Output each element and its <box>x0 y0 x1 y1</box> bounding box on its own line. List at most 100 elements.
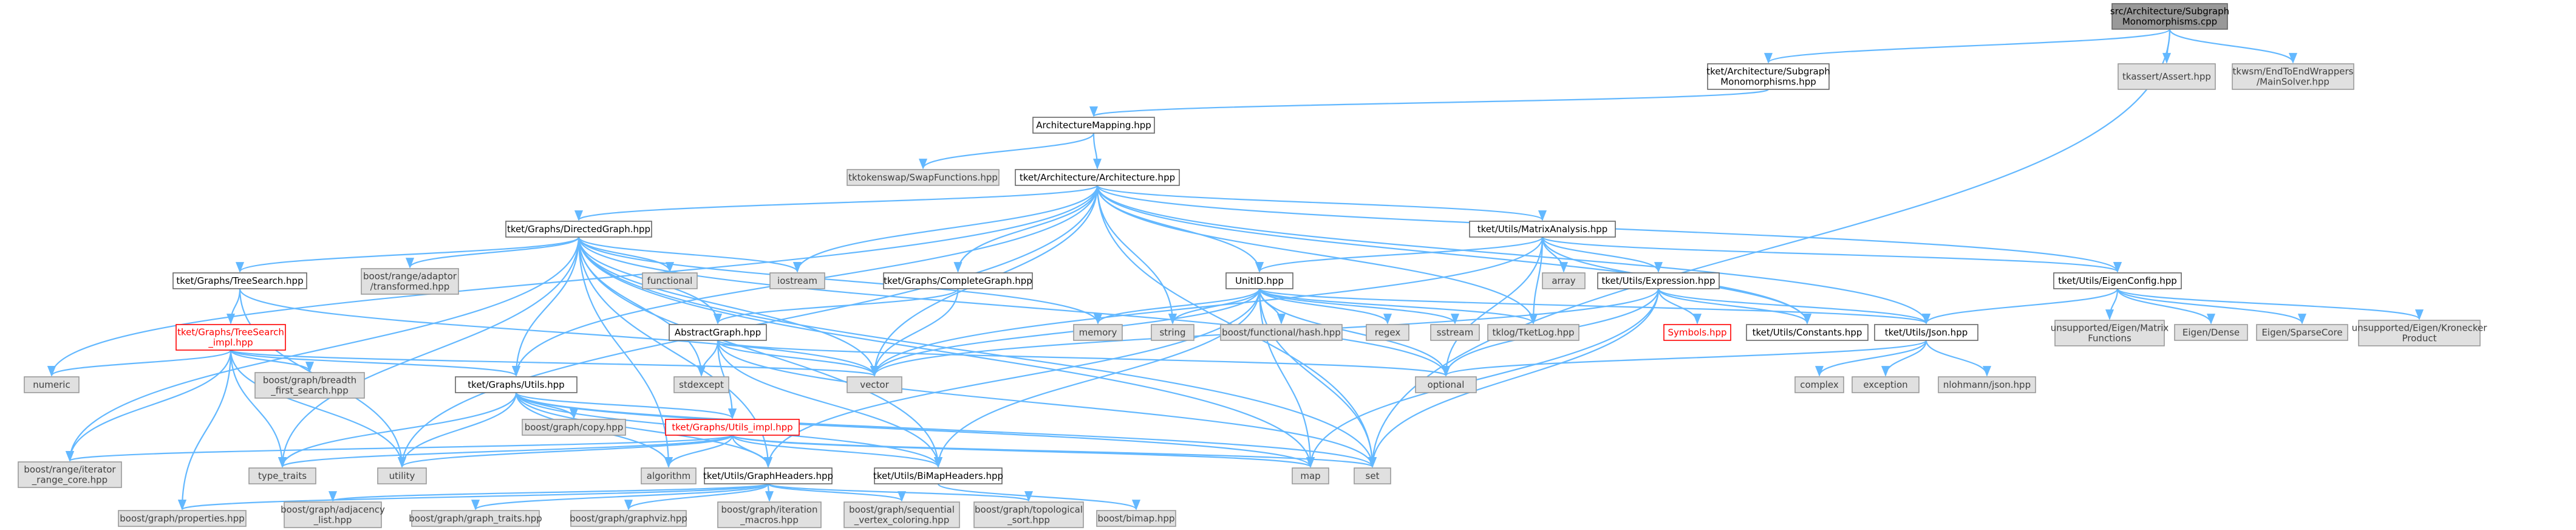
node-symbols[interactable]: Symbols.hpp <box>1663 324 1731 341</box>
node-json[interactable]: tket/Utils/Json.hpp <box>1874 324 1978 341</box>
node-boostcopy[interactable]: boost/graph/copy.hpp <box>522 419 626 436</box>
node-box <box>642 272 698 289</box>
edge-unitid-to-sstream <box>1258 288 1459 325</box>
node-label: boost/graph/graphviz.hpp <box>570 513 687 524</box>
node-label: numeric <box>33 379 70 390</box>
node-box <box>1746 324 1869 341</box>
node-box <box>2232 63 2354 90</box>
node-iteration[interactable]: boost/graph/iteration_macros.hpp <box>717 501 822 528</box>
node-memory[interactable]: memory <box>1073 324 1123 341</box>
edge-unitid-to-graphheaders <box>764 288 1261 468</box>
node-root[interactable]: src/Architecture/SubgraphMonomorphisms.c… <box>2110 3 2229 30</box>
node-treesearchimpl[interactable]: tket/Graphs/TreeSearch_impl.hpp <box>175 324 286 351</box>
node-iostream[interactable]: iostream <box>769 272 825 289</box>
edge-treesearchimpl-to-breadthfirst <box>230 349 314 373</box>
node-eigendense[interactable]: Eigen/Dense <box>2174 324 2248 341</box>
node-boostfunctional[interactable]: boost/functional/hash.hpp <box>1220 324 1343 341</box>
node-regex[interactable]: regex <box>1366 324 1409 341</box>
node-tkassert[interactable]: tkassert/Assert.hpp <box>2118 63 2216 90</box>
node-stdexcept[interactable]: stdexcept <box>673 376 729 393</box>
node-label: array <box>1552 275 1575 286</box>
node-graphtraits[interactable]: boost/graph/graph_traits.hpp <box>409 510 542 527</box>
edge-unitid-to-bimapheaders <box>934 288 1261 468</box>
node-directedgraph[interactable]: tket/Graphs/DirectedGraph.hpp <box>505 221 652 238</box>
node-adjacency[interactable]: boost/graph/adjacency_list.hpp <box>281 501 385 528</box>
node-eigensparse[interactable]: Eigen/SparseCore <box>2256 324 2348 341</box>
node-vector[interactable]: vector <box>847 376 902 393</box>
node-tketlog[interactable]: tklog/TketLog.hpp <box>1487 324 1579 341</box>
node-label: string <box>1159 327 1185 338</box>
node-seqcoloring[interactable]: boost/graph/sequential_vertex_coloring.h… <box>843 501 960 528</box>
node-map[interactable]: map <box>1292 467 1329 484</box>
edge-directedgraph-to-rangeiterator <box>66 236 580 462</box>
node-label: tket/Utils/EigenConfig.hpp <box>2058 275 2177 286</box>
node-breadthfirst[interactable]: boost/graph/breadth_first_search.hpp <box>254 372 365 399</box>
node-graphheaders[interactable]: tket/Utils/GraphHeaders.hpp <box>703 467 833 484</box>
node-rangeiterator[interactable]: boost/range/iterator_range_core.hpp <box>18 461 122 488</box>
node-constants[interactable]: tket/Utils/Constants.hpp <box>1746 324 1869 341</box>
node-box <box>1415 376 1477 393</box>
edge-architecture-to-iostream <box>793 185 1099 273</box>
node-properties[interactable]: boost/graph/properties.hpp <box>118 510 247 527</box>
node-label: optional <box>1428 379 1465 390</box>
node-typetraits[interactable]: type_traits <box>248 467 316 484</box>
node-box <box>1938 376 2036 393</box>
node-graphviz[interactable]: boost/graph/graphviz.hpp <box>570 510 687 527</box>
node-label: functional <box>647 275 693 286</box>
node-box <box>1292 467 1329 484</box>
node-treesearch[interactable]: tket/Graphs/TreeSearch.hpp <box>172 272 307 289</box>
node-label: vector <box>860 379 889 390</box>
node-optional[interactable]: optional <box>1415 376 1477 393</box>
edge-graphutilsimpl-to-map <box>731 434 1315 468</box>
node-set[interactable]: set <box>1354 467 1391 484</box>
node-box <box>1794 376 1844 393</box>
node-label: tket/Graphs/CompleteGraph.hpp <box>884 275 1032 286</box>
node-unitid[interactable]: UnitID.hpp <box>1225 272 1293 289</box>
edge-json-to-exception <box>1881 340 1927 377</box>
edge-root-to-subgraph_hpp <box>1764 28 2171 64</box>
node-completegraph[interactable]: tket/Graphs/CompleteGraph.hpp <box>883 272 1033 289</box>
node-architecture[interactable]: tket/Architecture/Architecture.hpp <box>1015 169 1180 186</box>
node-archmapping[interactable]: ArchitectureMapping.hpp <box>1032 117 1155 134</box>
node-bimap[interactable]: boost/bimap.hpp <box>1096 510 1176 527</box>
node-exception[interactable]: exception <box>1852 376 1920 393</box>
node-rangeadaptor[interactable]: boost/range/adaptor/transformed.hpp <box>361 268 459 295</box>
node-graphutilsimpl[interactable]: tket/Graphs/Utils_impl.hpp <box>665 419 800 436</box>
node-complex[interactable]: complex <box>1794 376 1844 393</box>
edge-directedgraph-to-memory <box>578 236 1102 325</box>
node-box <box>704 467 833 484</box>
node-string[interactable]: string <box>1151 324 1194 341</box>
edge-graphheaders-to-graphtraits <box>471 483 769 511</box>
node-label: tket/Graphs/TreeSearch <box>177 327 284 338</box>
edge-treesearchimpl-to-graphutils <box>230 349 520 377</box>
node-label: _impl.hpp <box>208 337 253 349</box>
edge-root-to-mainsolver <box>2169 29 2297 64</box>
node-array[interactable]: array <box>1542 272 1586 289</box>
node-subgraph_hpp[interactable]: tket/Architecture/SubgraphMonomorphisms.… <box>1706 63 1830 90</box>
edge-matrixanalysis-to-optional <box>1441 236 1544 377</box>
node-label: _first_search.hpp <box>270 385 348 397</box>
edge-abstractgraph-to-bimapheaders <box>717 340 942 468</box>
node-graphutils[interactable]: tket/Graphs/Utils.hpp <box>455 376 578 393</box>
node-bimapheaders[interactable]: tket/Utils/BiMapHeaders.hpp <box>873 467 1003 484</box>
node-abstractgraph[interactable]: AbstractGraph.hpp <box>669 324 767 341</box>
node-box <box>254 372 365 399</box>
edge-abstractgraph-to-optional <box>717 339 1450 377</box>
node-functional[interactable]: functional <box>642 272 698 289</box>
node-numeric[interactable]: numeric <box>24 376 80 393</box>
node-toposort[interactable]: boost/graph/topological_sort.hpp <box>973 501 1084 528</box>
node-sstream[interactable]: sstream <box>1430 324 1480 341</box>
node-swapfunc[interactable]: tktokenswap/SwapFunctions.hpp <box>847 169 1000 186</box>
node-algorithm[interactable]: algorithm <box>641 467 697 484</box>
node-nlohmann[interactable]: nlohmann/json.hpp <box>1938 376 2036 393</box>
node-eigenconfig[interactable]: tket/Utils/EigenConfig.hpp <box>2053 272 2182 289</box>
node-utility[interactable]: utility <box>377 467 427 484</box>
edge-treesearchimpl-to-properties <box>177 349 232 511</box>
edge-directedgraph-to-functional <box>578 236 674 273</box>
node-mainsolver[interactable]: tkwsm/EndToEndWrappers/MainSolver.hpp <box>2232 63 2354 90</box>
node-expression[interactable]: tket/Utils/Expression.hpp <box>1597 272 1720 289</box>
edge-graphutils-to-typetraits <box>278 392 517 468</box>
node-matrixanalysis[interactable]: tket/Utils/MatrixAnalysis.hpp <box>1469 221 1616 238</box>
